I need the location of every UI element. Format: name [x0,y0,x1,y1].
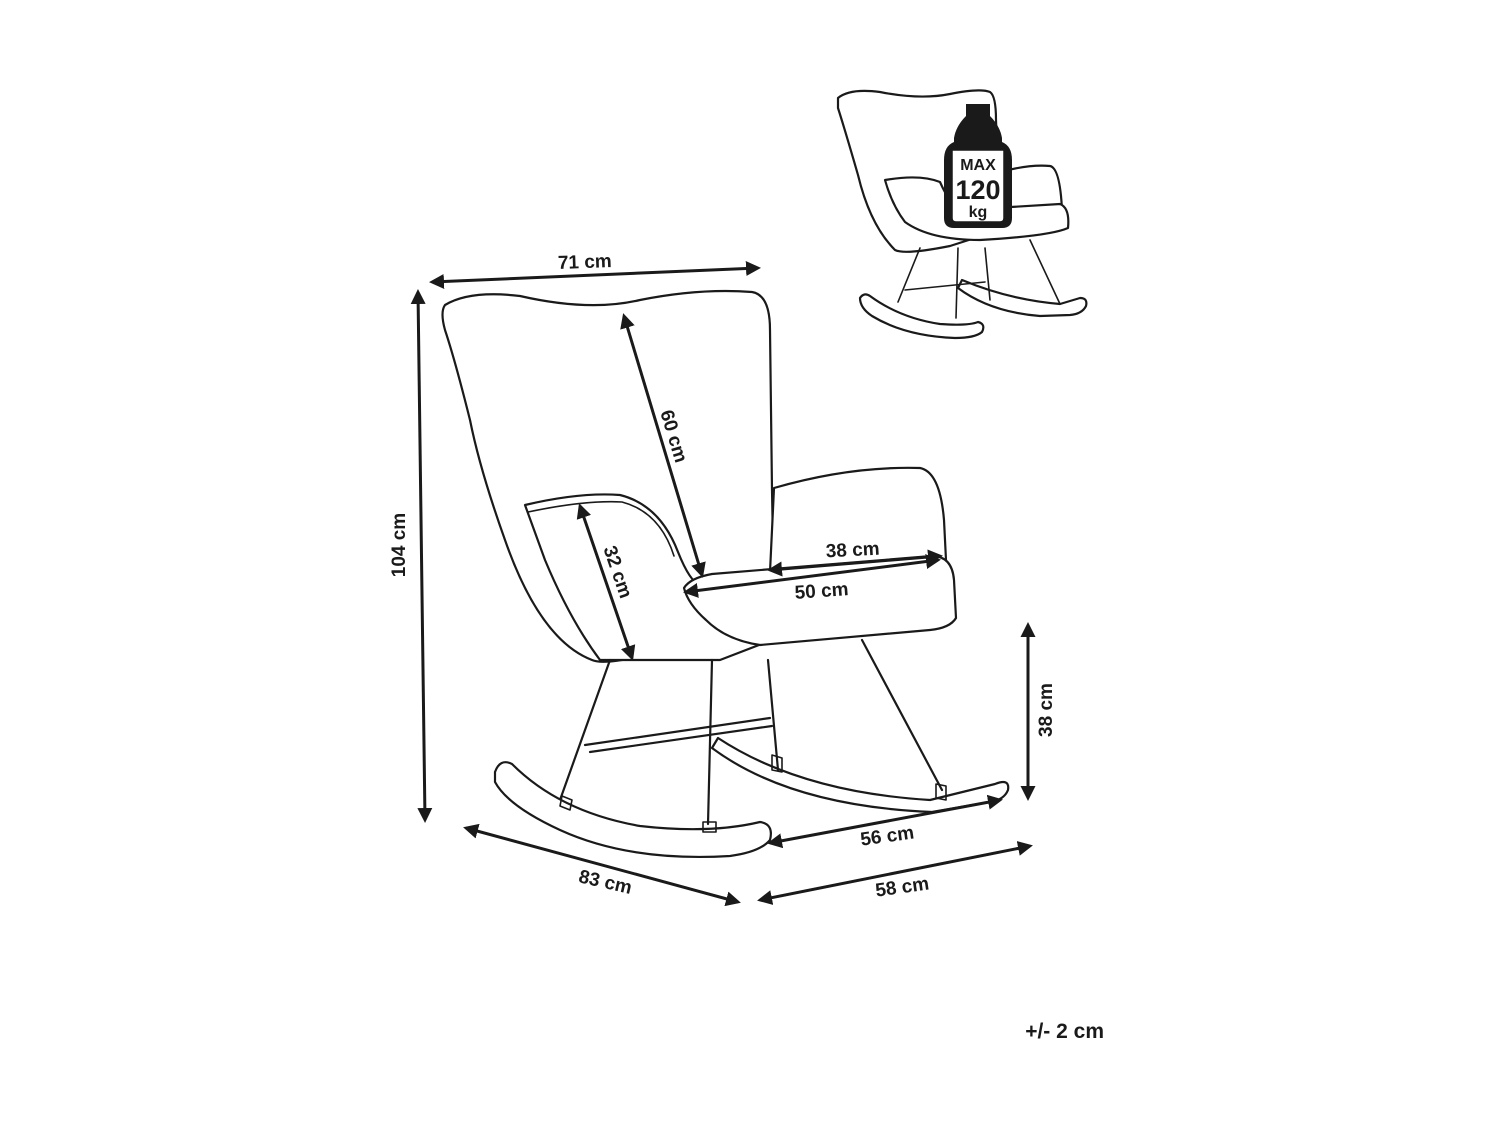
front-leg-right [706,658,714,826]
arrow-width-top [429,261,761,289]
badge-weight-value: 120 [955,175,1000,205]
rear-leg-left [766,658,780,772]
label-seat-width-inner: 38 cm [825,539,880,563]
badge-unit-label: kg [969,204,988,221]
label-base-width: 58 cm [874,873,930,901]
label-total-height: 104 cm [389,513,410,577]
label-seat-height: 38 cm [1036,683,1057,737]
front-leg-left [558,658,612,802]
stretcher-bar [583,716,772,747]
rear-rocker [710,736,1010,814]
rear-leg-right [860,638,944,792]
arrow-rocker-depth [463,823,741,907]
front-rocker [493,761,772,859]
arrow-armrest-back-height [576,503,636,661]
dimension-arrows [410,261,1036,907]
main-chair-drawing [441,289,1010,859]
weight-limit-badge: MAX 120 kg [944,104,1012,228]
badge-max-label: MAX [960,157,996,174]
arrow-total-height [410,289,433,823]
arrow-backrest-height [620,313,706,578]
arrow-base-width [757,840,1033,906]
label-seat-depth: 50 cm [794,579,849,604]
tolerance-note: +/- 2 cm [1025,1020,1104,1043]
armrest [768,466,948,574]
label-rocker-gap: 56 cm [859,822,915,850]
arrow-rocker-gap [767,794,1003,849]
label-width-top: 71 cm [558,251,613,274]
arrow-seat-depth [683,554,941,598]
